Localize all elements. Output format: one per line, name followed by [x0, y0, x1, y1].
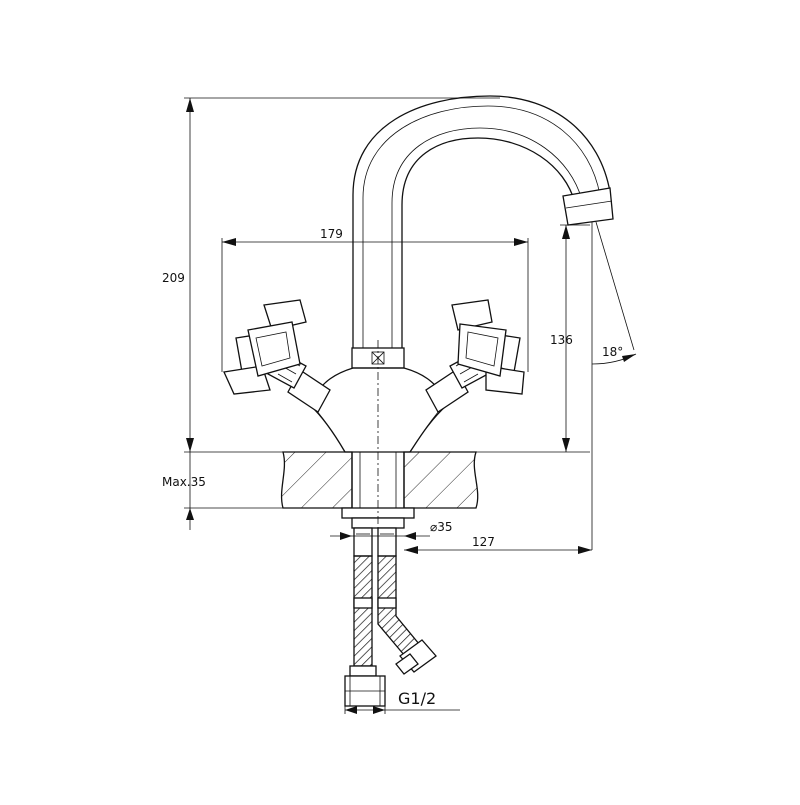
base-bell [309, 367, 448, 453]
spout-outer [352, 95, 611, 350]
right-valve [425, 299, 525, 413]
label-dia35: ⌀35 [430, 520, 453, 534]
label-127: 127 [472, 535, 495, 549]
right-handle-top [451, 299, 493, 331]
spout-aerator [562, 187, 614, 226]
label-18deg: 18° [602, 345, 623, 359]
left-valve [223, 299, 331, 413]
dimension-labels: 209 179 136 18° Max.35 ⌀35 127 G1/2 [162, 227, 623, 708]
supply-hoses [344, 527, 437, 707]
label-max35: Max.35 [162, 475, 206, 489]
dimension-lines [184, 97, 637, 714]
label-136: 136 [550, 333, 573, 347]
countertop-section [280, 451, 479, 529]
left-handle-top [263, 299, 307, 331]
label-209: 209 [162, 271, 185, 285]
left-hose [353, 555, 373, 667]
countertop-right [403, 451, 479, 509]
label-179: 179 [320, 227, 343, 241]
faucet-body [223, 95, 614, 453]
spout-inner [401, 137, 576, 350]
countertop-left [280, 451, 353, 509]
label-g12: G1/2 [398, 689, 436, 708]
